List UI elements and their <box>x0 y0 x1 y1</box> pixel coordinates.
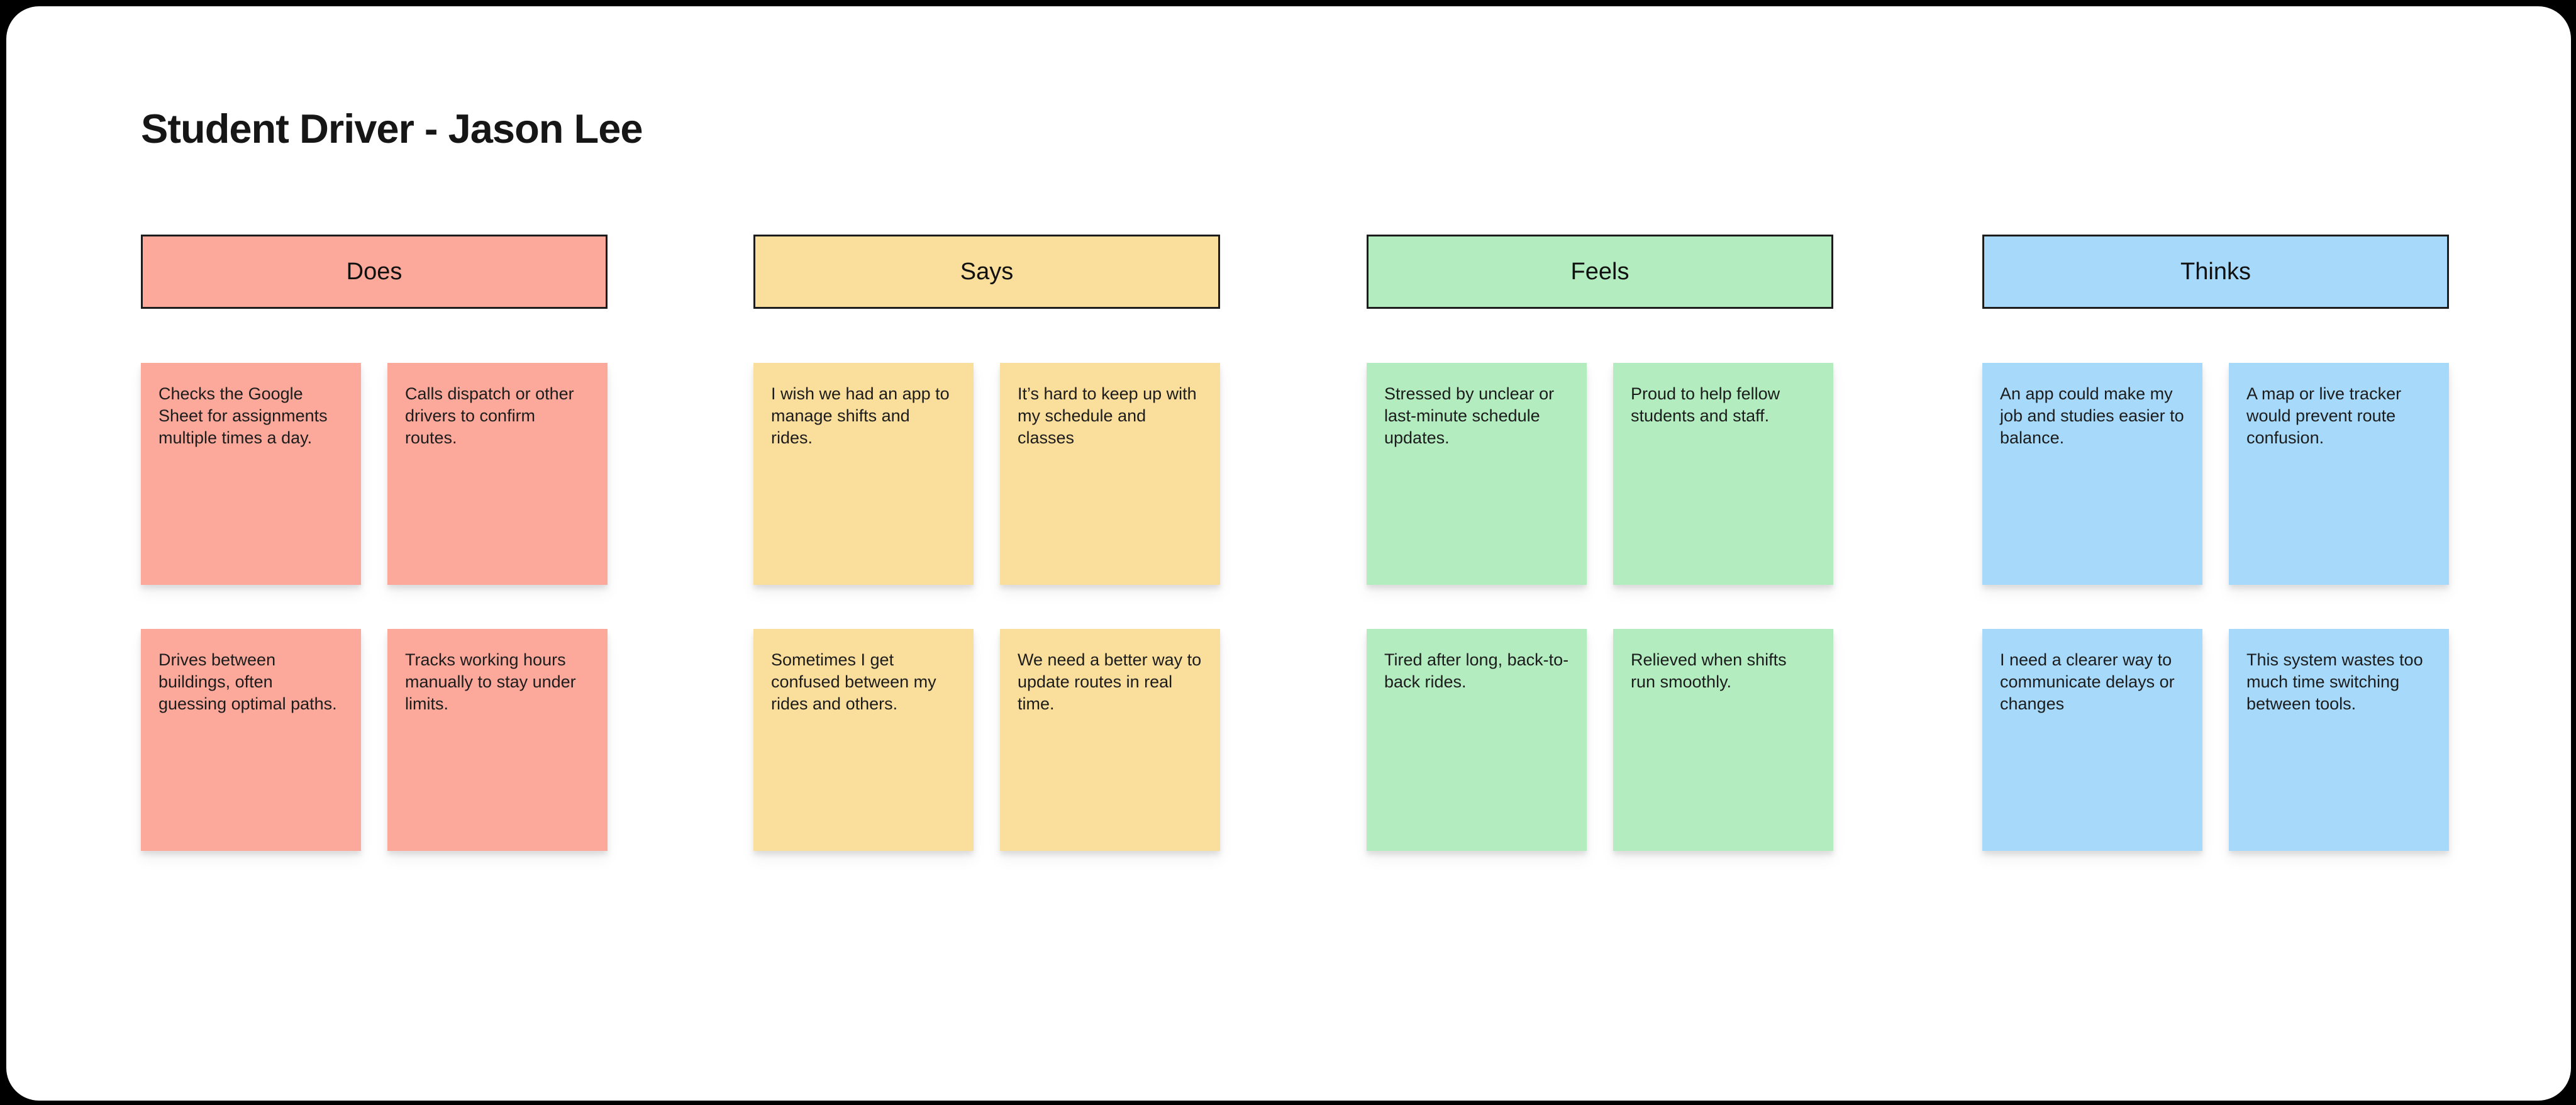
column-header-thinks[interactable]: Thinks <box>1982 235 2449 309</box>
notes-grid-does: Checks the Google Sheet for assignments … <box>141 363 608 851</box>
sticky-note[interactable]: Tired after long, back-to-back rides. <box>1367 629 1587 851</box>
column-thinks: Thinks An app could make my job and stud… <box>1982 235 2449 851</box>
column-says: Says I wish we had an app to manage shif… <box>753 235 1220 851</box>
notes-grid-says: I wish we had an app to manage shifts an… <box>753 363 1220 851</box>
column-header-says[interactable]: Says <box>753 235 1220 309</box>
column-header-feels[interactable]: Feels <box>1367 235 1833 309</box>
sticky-note-text: I wish we had an app to manage shifts an… <box>771 384 950 447</box>
sticky-note-text: We need a better way to update routes in… <box>1018 650 1202 713</box>
column-header-label: Says <box>960 258 1014 285</box>
sticky-note[interactable]: A map or live tracker would prevent rout… <box>2229 363 2449 585</box>
column-header-label: Thinks <box>2180 258 2251 285</box>
sticky-note-text: Proud to help fellow students and staff. <box>1631 384 1780 425</box>
sticky-note[interactable]: We need a better way to update routes in… <box>1000 629 1220 851</box>
sticky-note-text: Calls dispatch or other drivers to confi… <box>405 384 574 447</box>
column-header-does[interactable]: Does <box>141 235 608 309</box>
sticky-note-text: Drives between buildings, often guessing… <box>158 650 337 713</box>
sticky-note-text: Stressed by unclear or last-minute sched… <box>1384 384 1555 447</box>
sticky-note[interactable]: Stressed by unclear or last-minute sched… <box>1367 363 1587 585</box>
sticky-note-text: I need a clearer way to communicate dela… <box>2000 650 2175 713</box>
sticky-note[interactable]: Proud to help fellow students and staff. <box>1613 363 1833 585</box>
sticky-note-text: Relieved when shifts run smoothly. <box>1631 650 1787 691</box>
sticky-note-text: Tracks working hours manually to stay un… <box>405 650 576 713</box>
sticky-note[interactable]: Calls dispatch or other drivers to confi… <box>387 363 608 585</box>
sticky-note-text: It’s hard to keep up with my schedule an… <box>1018 384 1197 447</box>
sticky-note-text: An app could make my job and studies eas… <box>2000 384 2184 447</box>
sticky-note[interactable]: Tracks working hours manually to stay un… <box>387 629 608 851</box>
sticky-note[interactable]: Sometimes I get confused between my ride… <box>753 629 974 851</box>
sticky-note-text: Sometimes I get confused between my ride… <box>771 650 936 713</box>
board-title[interactable]: Student Driver - Jason Lee <box>141 106 643 152</box>
sticky-note[interactable]: Checks the Google Sheet for assignments … <box>141 363 361 585</box>
column-does: Does Checks the Google Sheet for assignm… <box>141 235 608 851</box>
sticky-note[interactable]: Drives between buildings, often guessing… <box>141 629 361 851</box>
sticky-note[interactable]: This system wastes too much time switchi… <box>2229 629 2449 851</box>
sticky-note-text: Checks the Google Sheet for assignments … <box>158 384 328 447</box>
column-header-label: Does <box>346 258 402 285</box>
sticky-note[interactable]: I wish we had an app to manage shifts an… <box>753 363 974 585</box>
sticky-note[interactable]: An app could make my job and studies eas… <box>1982 363 2202 585</box>
whiteboard-canvas[interactable]: Student Driver - Jason Lee Does Checks t… <box>6 6 2571 1101</box>
notes-grid-thinks: An app could make my job and studies eas… <box>1982 363 2449 851</box>
sticky-note-text: Tired after long, back-to-back rides. <box>1384 650 1569 691</box>
sticky-note[interactable]: It’s hard to keep up with my schedule an… <box>1000 363 1220 585</box>
sticky-note-text: A map or live tracker would prevent rout… <box>2246 384 2402 447</box>
column-header-label: Feels <box>1570 258 1629 285</box>
sticky-note[interactable]: I need a clearer way to communicate dela… <box>1982 629 2202 851</box>
notes-grid-feels: Stressed by unclear or last-minute sched… <box>1367 363 1833 851</box>
column-feels: Feels Stressed by unclear or last-minute… <box>1367 235 1833 851</box>
sticky-note-text: This system wastes too much time switchi… <box>2246 650 2423 713</box>
sticky-note[interactable]: Relieved when shifts run smoothly. <box>1613 629 1833 851</box>
